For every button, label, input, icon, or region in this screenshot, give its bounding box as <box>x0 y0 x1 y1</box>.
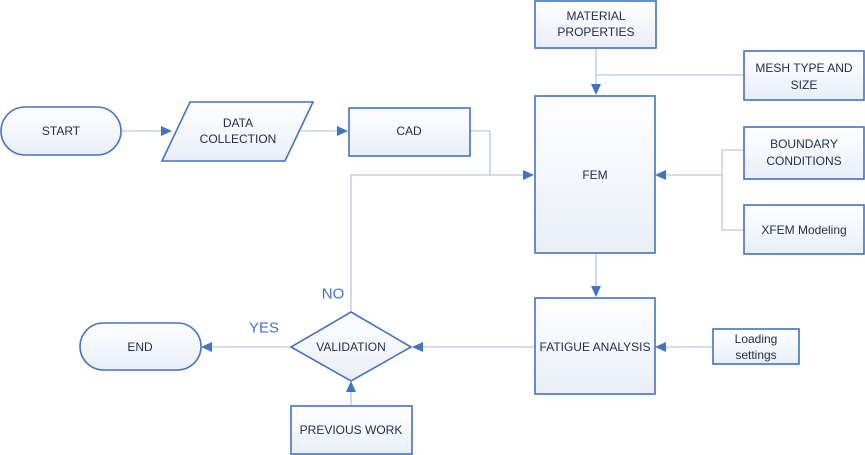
material-properties-node: MATERIAL PROPERTIES <box>534 0 657 49</box>
arrowhead-fem-right <box>655 170 666 180</box>
data-collection-label-line1: DATA <box>223 116 253 130</box>
material-properties-label-line2: PROPERTIES <box>557 25 634 39</box>
edge-validation-no-loop <box>350 174 490 312</box>
fatigue-analysis-label: FATIGUE ANALYSIS <box>540 340 651 354</box>
arrowhead-data <box>161 126 172 136</box>
loading-settings-node: Loading settings <box>712 328 800 365</box>
end-node: END <box>79 322 202 371</box>
cad-label: CAD <box>396 124 422 138</box>
arrowhead-end <box>201 342 212 352</box>
end-label: END <box>127 340 153 354</box>
boundary-conditions-label-line2: CONDITIONS <box>766 154 841 168</box>
edge-cad-to-fem <box>470 130 524 176</box>
xfem-modeling-node: XFEM Modeling <box>743 204 865 255</box>
fatigue-analysis-node: FATIGUE ANALYSIS <box>534 297 656 395</box>
loading-settings-label-line2: settings <box>735 348 776 362</box>
start-label: START <box>42 124 81 138</box>
boundary-conditions-node: BOUNDARY CONDITIONS <box>743 126 865 180</box>
material-properties-label-line1: MATERIAL <box>566 9 625 23</box>
loading-settings-label-line1: Loading <box>735 332 778 346</box>
arrowhead-cad <box>337 126 348 136</box>
mesh-type-label-line1: MESH TYPE AND <box>755 61 852 75</box>
data-collection-label-line2: COLLECTION <box>200 132 277 146</box>
cad-node: CAD <box>348 107 471 157</box>
arrowhead-fatigue-right <box>655 342 666 352</box>
validation-label: VALIDATION <box>316 340 386 354</box>
previous-work-node: PREVIOUS WORK <box>290 405 413 455</box>
previous-work-label: PREVIOUS WORK <box>300 423 403 437</box>
no-edge-label: NO <box>322 286 345 303</box>
mesh-type-node: MESH TYPE AND SIZE <box>743 50 865 101</box>
arrowhead-validation-right <box>412 342 423 352</box>
arrowhead-fatigue-top <box>591 286 601 297</box>
fem-label: FEM <box>582 168 607 182</box>
mesh-type-label-line2: SIZE <box>791 78 818 92</box>
arrowhead-fem-top <box>591 84 601 95</box>
fem-node: FEM <box>534 95 656 254</box>
arrowhead-fem-left <box>523 170 534 180</box>
edge-bc-xfem-bracket <box>721 149 744 231</box>
connectors <box>121 48 744 405</box>
data-collection-node: DATA COLLECTION <box>160 101 315 162</box>
boundary-conditions-label-line1: BOUNDARY <box>770 137 838 151</box>
start-node: START <box>0 106 122 156</box>
validation-node: VALIDATION <box>289 311 413 382</box>
arrowhead-validation-bottom <box>346 381 356 392</box>
yes-edge-label: YES <box>249 320 279 337</box>
xfem-modeling-label: XFEM Modeling <box>761 223 846 237</box>
